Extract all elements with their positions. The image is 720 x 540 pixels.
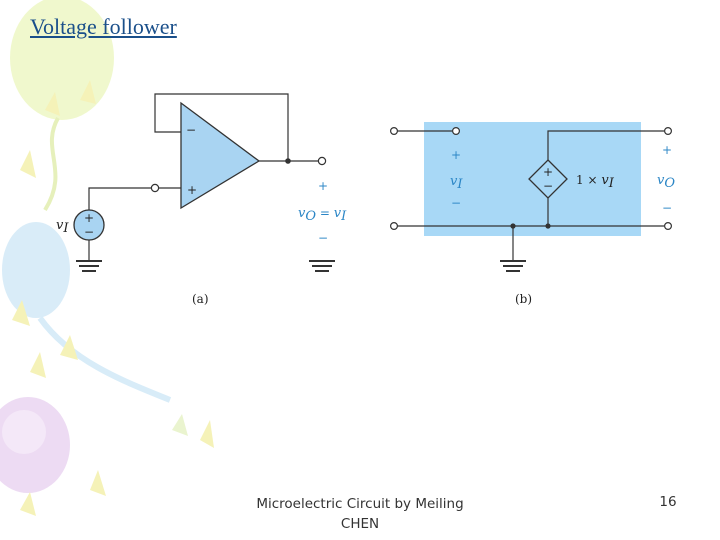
input-plus-label: + <box>451 148 461 162</box>
output-equation: vO = vI <box>298 206 347 224</box>
output-minus-label: − <box>318 231 328 245</box>
input-minus-label: − <box>451 196 461 210</box>
slide-title: Voltage follower <box>30 14 177 39</box>
feedback-wire <box>154 93 289 161</box>
caption-b: (b) <box>515 292 532 306</box>
opamp-symbol <box>180 101 261 210</box>
caption-a: (a) <box>192 292 209 306</box>
opamp-plus-label: + <box>187 183 197 197</box>
circuit-a: − + + − vI + vO = vI − ( <box>56 93 347 306</box>
source-wire <box>88 187 151 210</box>
dep-source-plus: + <box>543 165 553 179</box>
input-top-terminal-right <box>452 126 461 135</box>
input-terminal <box>150 183 160 193</box>
ground-symbol <box>500 260 526 272</box>
input-top-terminal-left <box>390 126 399 135</box>
output-plus-label: + <box>318 179 328 193</box>
output-bottom-terminal <box>663 222 672 231</box>
source-label: vI <box>56 218 69 236</box>
output-minus-label: − <box>662 201 672 215</box>
output-terminal <box>317 156 327 166</box>
dep-source-minus: − <box>543 179 553 193</box>
ground-symbol <box>76 260 102 272</box>
output-junction-dot <box>285 158 291 164</box>
source-minus-sign: − <box>84 225 94 239</box>
output-plus-label: + <box>662 143 672 157</box>
output-top-terminal <box>663 126 672 135</box>
slide-footer: Microelectric Circuit by Meiling CHEN <box>256 496 464 532</box>
ground-symbol <box>309 260 335 272</box>
gain-label: 1 × vI <box>576 173 615 191</box>
page-number: 16 <box>659 494 677 510</box>
output-voltage-label: vO <box>657 173 675 191</box>
source-top-wire <box>547 130 664 160</box>
opamp-minus-label: − <box>186 123 196 137</box>
circuit-b: + − 1 × vI + vI − + vO − (b) <box>390 122 675 306</box>
source-plus-sign: + <box>84 211 94 225</box>
input-bottom-terminal <box>390 222 399 231</box>
input-voltage-label: vI <box>450 174 463 192</box>
